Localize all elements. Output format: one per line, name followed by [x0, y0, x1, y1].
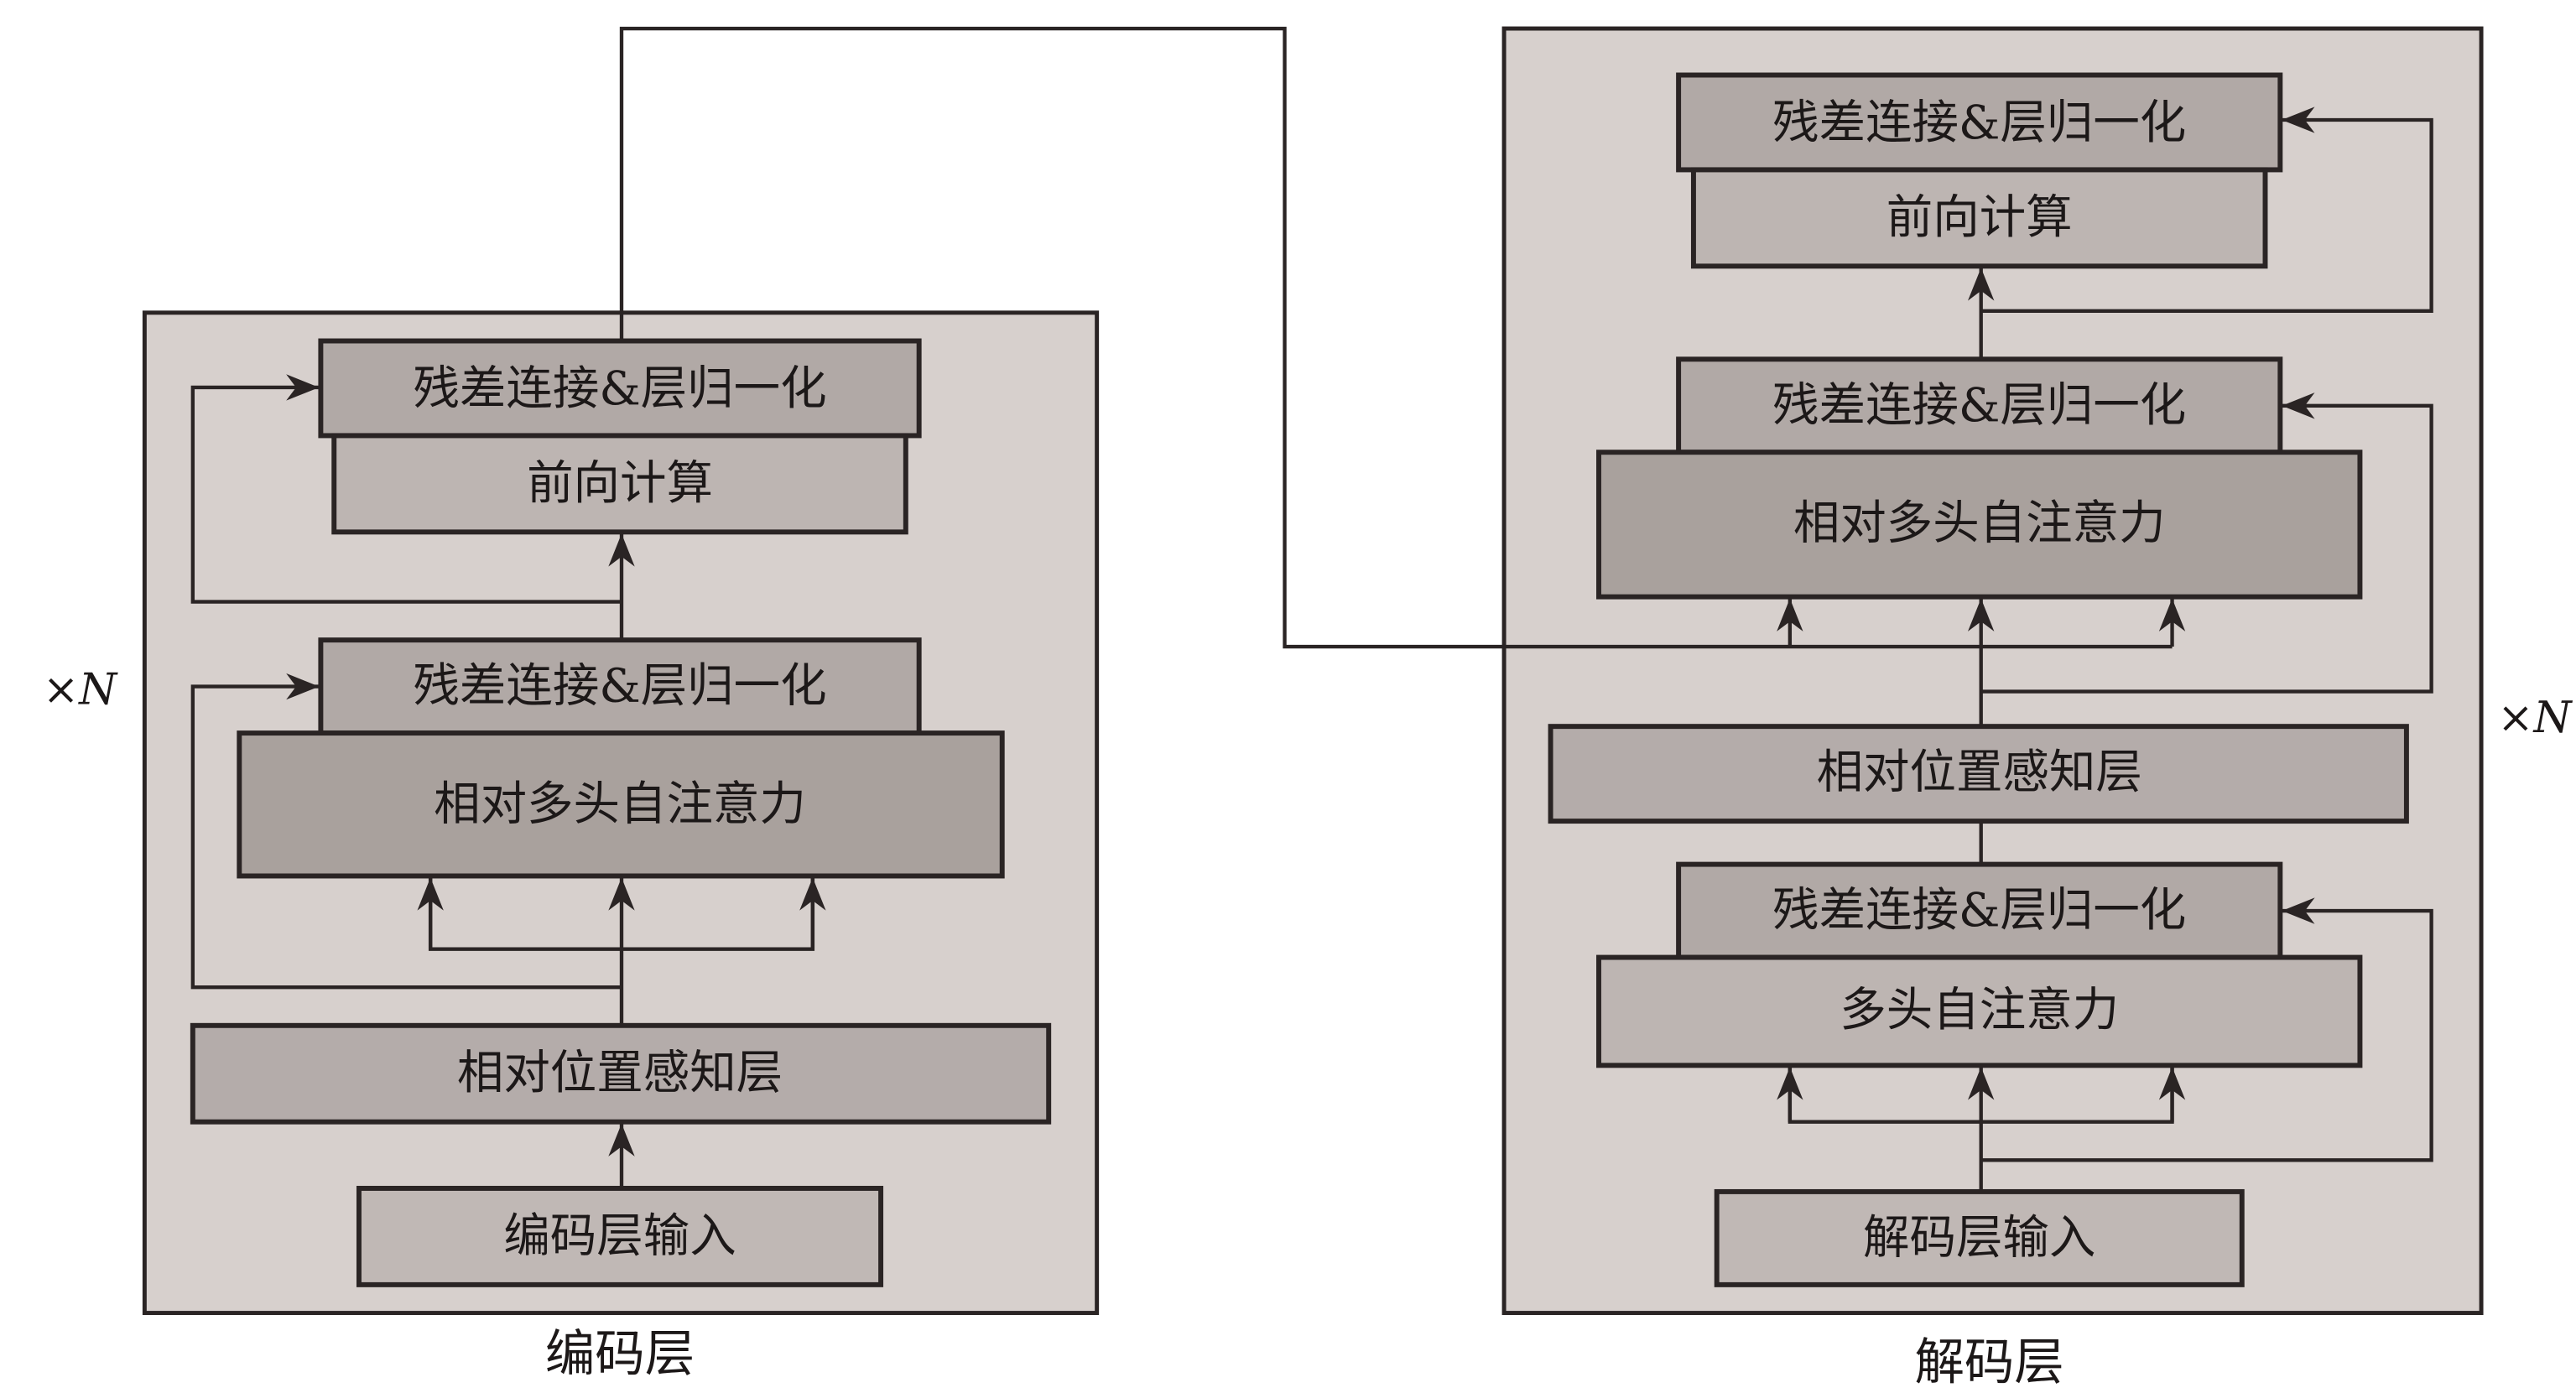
encoder-repeat-label: ×N — [43, 665, 118, 715]
encoder-position-layer-label: 相对位置感知层 — [457, 1047, 783, 1100]
decoder-panel: 残差连接&层归一化 前向计算 残差连接&层归一化 相对多头自注意力 相对位置感知… — [1501, 26, 2484, 1316]
decoder-residual-norm-mid-label: 残差连接&层归一化 — [1772, 379, 2186, 433]
decoder-residual-norm-mid — [1676, 356, 2283, 455]
decoder-residual-norm-top — [1676, 72, 2283, 173]
encoder-attention-label: 相对多头自注意力 — [434, 777, 806, 831]
decoder-position-layer-label: 相对位置感知层 — [1817, 746, 2142, 800]
encoder-feed-forward-label: 前向计算 — [527, 457, 713, 511]
decoder-attention — [1596, 450, 2363, 600]
decoder-attention-label: 相对多头自注意力 — [1793, 496, 2166, 550]
encoder-decoder-connection — [619, 26, 2173, 649]
decoder-input — [1714, 1188, 2245, 1287]
encoder-input — [356, 1185, 884, 1287]
decoder-repeat-label: ×N — [2497, 693, 2573, 743]
encoder-position-layer — [190, 1022, 1052, 1125]
encoder-panel: 残差连接&层归一化 前向计算 残差连接&层归一化 相对多头自注意力 相对位置感知… — [142, 310, 1100, 1316]
decoder-feed-forward-label: 前向计算 — [1886, 191, 2073, 245]
decoder-input-label: 解码层输入 — [1863, 1211, 2095, 1265]
decoder-feed-forward — [1690, 167, 2268, 269]
encoder-residual-norm-mid-label: 残差连接&层归一化 — [413, 660, 826, 714]
decoder-residual-norm-top-label: 残差连接&层归一化 — [1772, 96, 2186, 150]
decoder-residual-norm-bottom-label: 残差连接&层归一化 — [1772, 884, 2186, 938]
encoder-attention — [237, 730, 1005, 879]
decoder-lines — [1777, 107, 2433, 1192]
decoder-residual-norm-bottom — [1676, 861, 2283, 960]
encoder-feed-forward — [331, 433, 908, 535]
encoder-residual-norm-mid — [318, 637, 922, 736]
decoder-position-layer — [1548, 724, 2409, 824]
encoder-lines — [190, 374, 826, 1188]
encoder-caption: 编码层 — [545, 1326, 695, 1384]
encoder-residual-norm-top-label: 残差连接&层归一化 — [413, 362, 826, 416]
encoder-input-label: 编码层输入 — [503, 1209, 736, 1263]
decoder-self-attention — [1596, 954, 2363, 1068]
decoder-caption: 解码层 — [1914, 1333, 2063, 1391]
decoder-self-attention-label: 多头自注意力 — [1840, 984, 2119, 1037]
